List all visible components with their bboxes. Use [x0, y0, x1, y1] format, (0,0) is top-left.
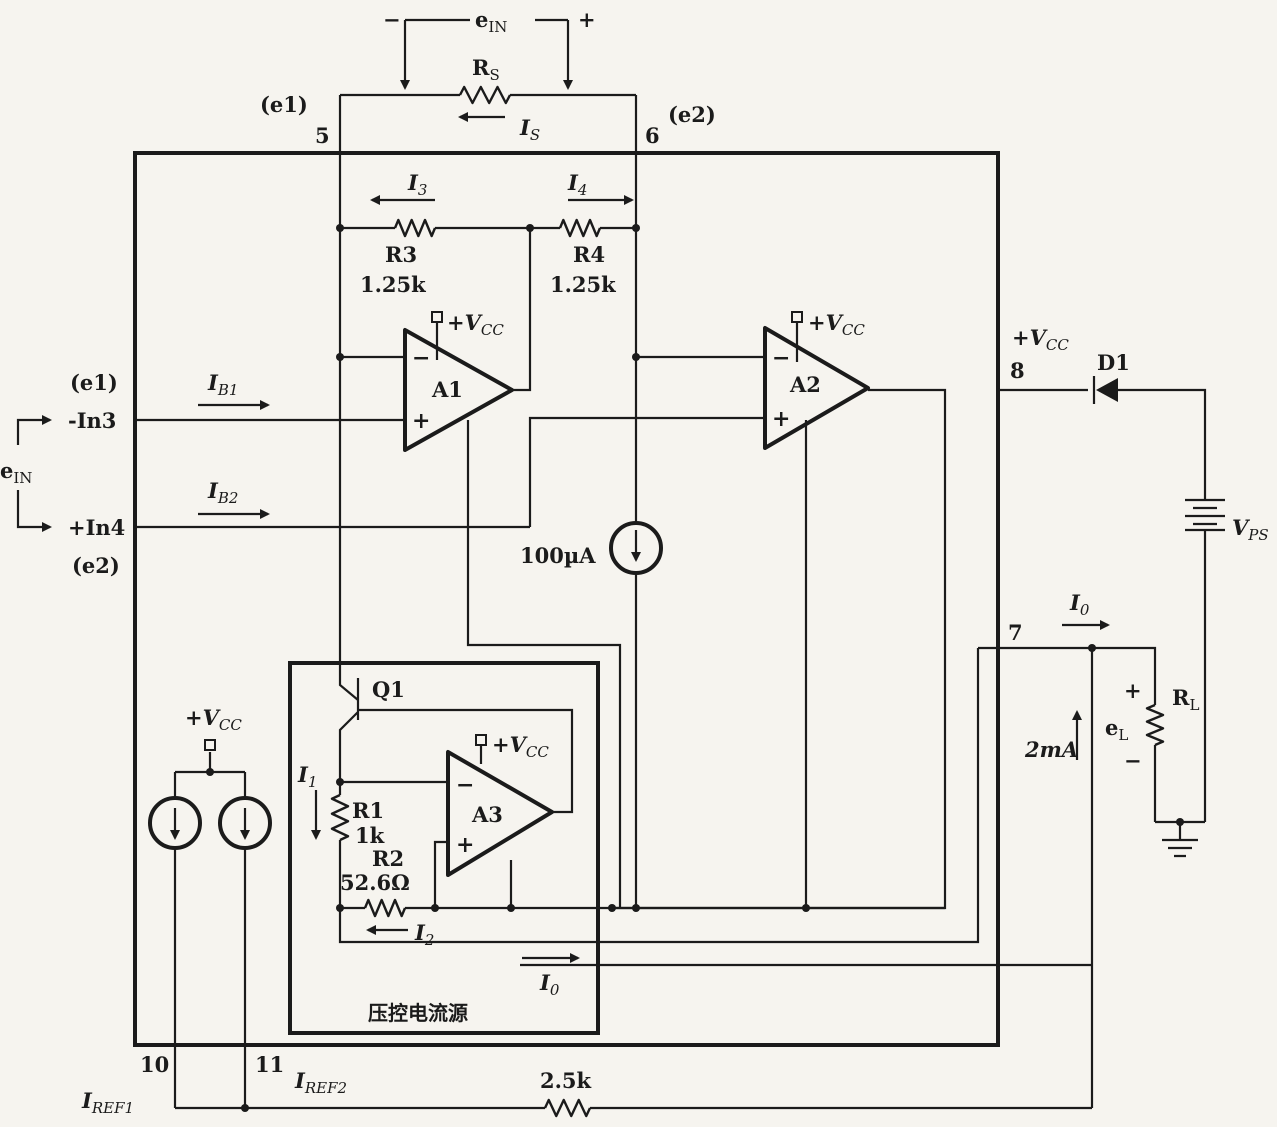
- svg-text:+: +: [456, 832, 474, 858]
- a2-vcc-label: +VCC: [808, 310, 865, 339]
- i0-inner-label: I0: [539, 970, 560, 999]
- resistor-rl: [1145, 703, 1165, 747]
- e1-top-label: (e1): [260, 92, 308, 117]
- ein-top-label: eIN: [475, 7, 507, 36]
- a1-label: A1: [431, 377, 463, 402]
- a3-vcc-label: +VCC: [492, 732, 549, 761]
- r3-value: 1.25k: [360, 272, 426, 297]
- svg-text:−: −: [412, 345, 430, 371]
- ein-plus-label: +: [578, 7, 596, 32]
- r-ref-value: 2.5k: [540, 1068, 592, 1093]
- opamp-a3: [446, 750, 554, 877]
- pin8-label: 8: [1010, 358, 1025, 383]
- output-section: D1 +VCC 8 VPS RL eL + − I0 7 2mA: [978, 325, 1269, 858]
- pin5-label: 5: [315, 123, 330, 148]
- r2-value: 52.6Ω: [340, 870, 410, 895]
- i2-label: I2: [414, 920, 434, 949]
- r1-value: 1k: [355, 823, 385, 848]
- pin8-vcc-label: +VCC: [1012, 325, 1069, 354]
- r3-label: R3: [385, 242, 417, 267]
- vccs-internals: Q1 +VCC − + A3 I1 R1 1k R2 52.6Ω I2 I0 压…: [297, 420, 1094, 1108]
- r4-label: R4: [573, 242, 605, 267]
- ein-minus-label: −: [383, 7, 401, 32]
- r1-label: R1: [352, 798, 384, 823]
- ground-icon: [1162, 838, 1198, 858]
- el-label: eL: [1105, 715, 1128, 744]
- pin6-label: 6: [645, 123, 660, 148]
- battery-vps: [1185, 498, 1225, 532]
- i3-label: I3: [407, 170, 427, 199]
- resistor-r3: [393, 218, 437, 238]
- resistor-2-5k: [543, 1098, 592, 1118]
- resistor-r1: [330, 793, 350, 842]
- input-pins: eIN (e1) -In3 +In4 (e2) IB1 IB2: [0, 370, 530, 578]
- svg-text:−: −: [456, 772, 474, 798]
- input-sense-section: − + eIN RS IS (e1) 5 6 (e2): [260, 7, 716, 148]
- current-source-100ua: 100µA: [466, 420, 663, 908]
- vccs-title: 压控电流源: [368, 1001, 468, 1025]
- i0-right-label: I0: [1069, 590, 1090, 619]
- e1-left-label: (e1): [70, 370, 118, 395]
- vccs-block: [288, 661, 600, 1035]
- r4-value: 1.25k: [550, 272, 616, 297]
- diode-d1: [1096, 378, 1118, 402]
- el-plus: +: [1124, 678, 1142, 703]
- svg-text:+: +: [772, 406, 790, 432]
- e2-left-label: (e2): [72, 553, 120, 578]
- pin10-label: 10: [140, 1052, 169, 1077]
- i1-label: I1: [297, 762, 317, 791]
- is-label: IS: [519, 115, 540, 144]
- el-minus: −: [1124, 748, 1142, 773]
- svg-text:−: −: [772, 345, 790, 371]
- rl-label: RL: [1172, 685, 1199, 714]
- pin3-label: -In3: [68, 408, 116, 433]
- a2-label: A2: [789, 372, 821, 397]
- iref2-label: IREF2: [294, 1068, 347, 1097]
- 2ma-label: 2mA: [1024, 737, 1078, 762]
- resistor-r2: [363, 898, 407, 918]
- ib1-label: IB1: [207, 370, 238, 399]
- pin7-label: 7: [1008, 620, 1023, 645]
- r3-r4-network: I3 I4 R3 1.25k R4 1.25k: [336, 170, 640, 297]
- pin4-label: +In4: [68, 515, 125, 540]
- e2-top-label: (e2): [668, 102, 716, 127]
- svg-text:+: +: [412, 408, 430, 434]
- ib2-label: IB2: [207, 478, 238, 507]
- resistor-rs: [458, 85, 512, 105]
- reference-current-sources: +VCC 2.5k 10 11 IREF1 IREF2: [81, 705, 1092, 1118]
- ein-left-label: eIN: [0, 458, 32, 487]
- chip-outline: [133, 151, 1000, 1047]
- resistor-r4: [558, 218, 602, 238]
- a3-label: A3: [471, 802, 503, 827]
- rs-label: RS: [472, 55, 500, 84]
- opamp-a2: +VCC − + A2: [528, 310, 947, 910]
- r2-label: R2: [372, 846, 404, 871]
- ref-vcc-label: +VCC: [185, 705, 242, 734]
- vps-label: VPS: [1232, 515, 1269, 544]
- q1-label: Q1: [372, 677, 405, 702]
- pin11-label: 11: [255, 1052, 284, 1077]
- iref1-label: IREF1: [81, 1088, 134, 1117]
- i4-label: I4: [567, 170, 587, 199]
- d1-label: D1: [1097, 350, 1130, 375]
- a1-vcc-label: +VCC: [447, 310, 504, 339]
- opamp-a1: +VCC − + A1: [336, 228, 532, 452]
- current-source-label: 100µA: [520, 543, 596, 568]
